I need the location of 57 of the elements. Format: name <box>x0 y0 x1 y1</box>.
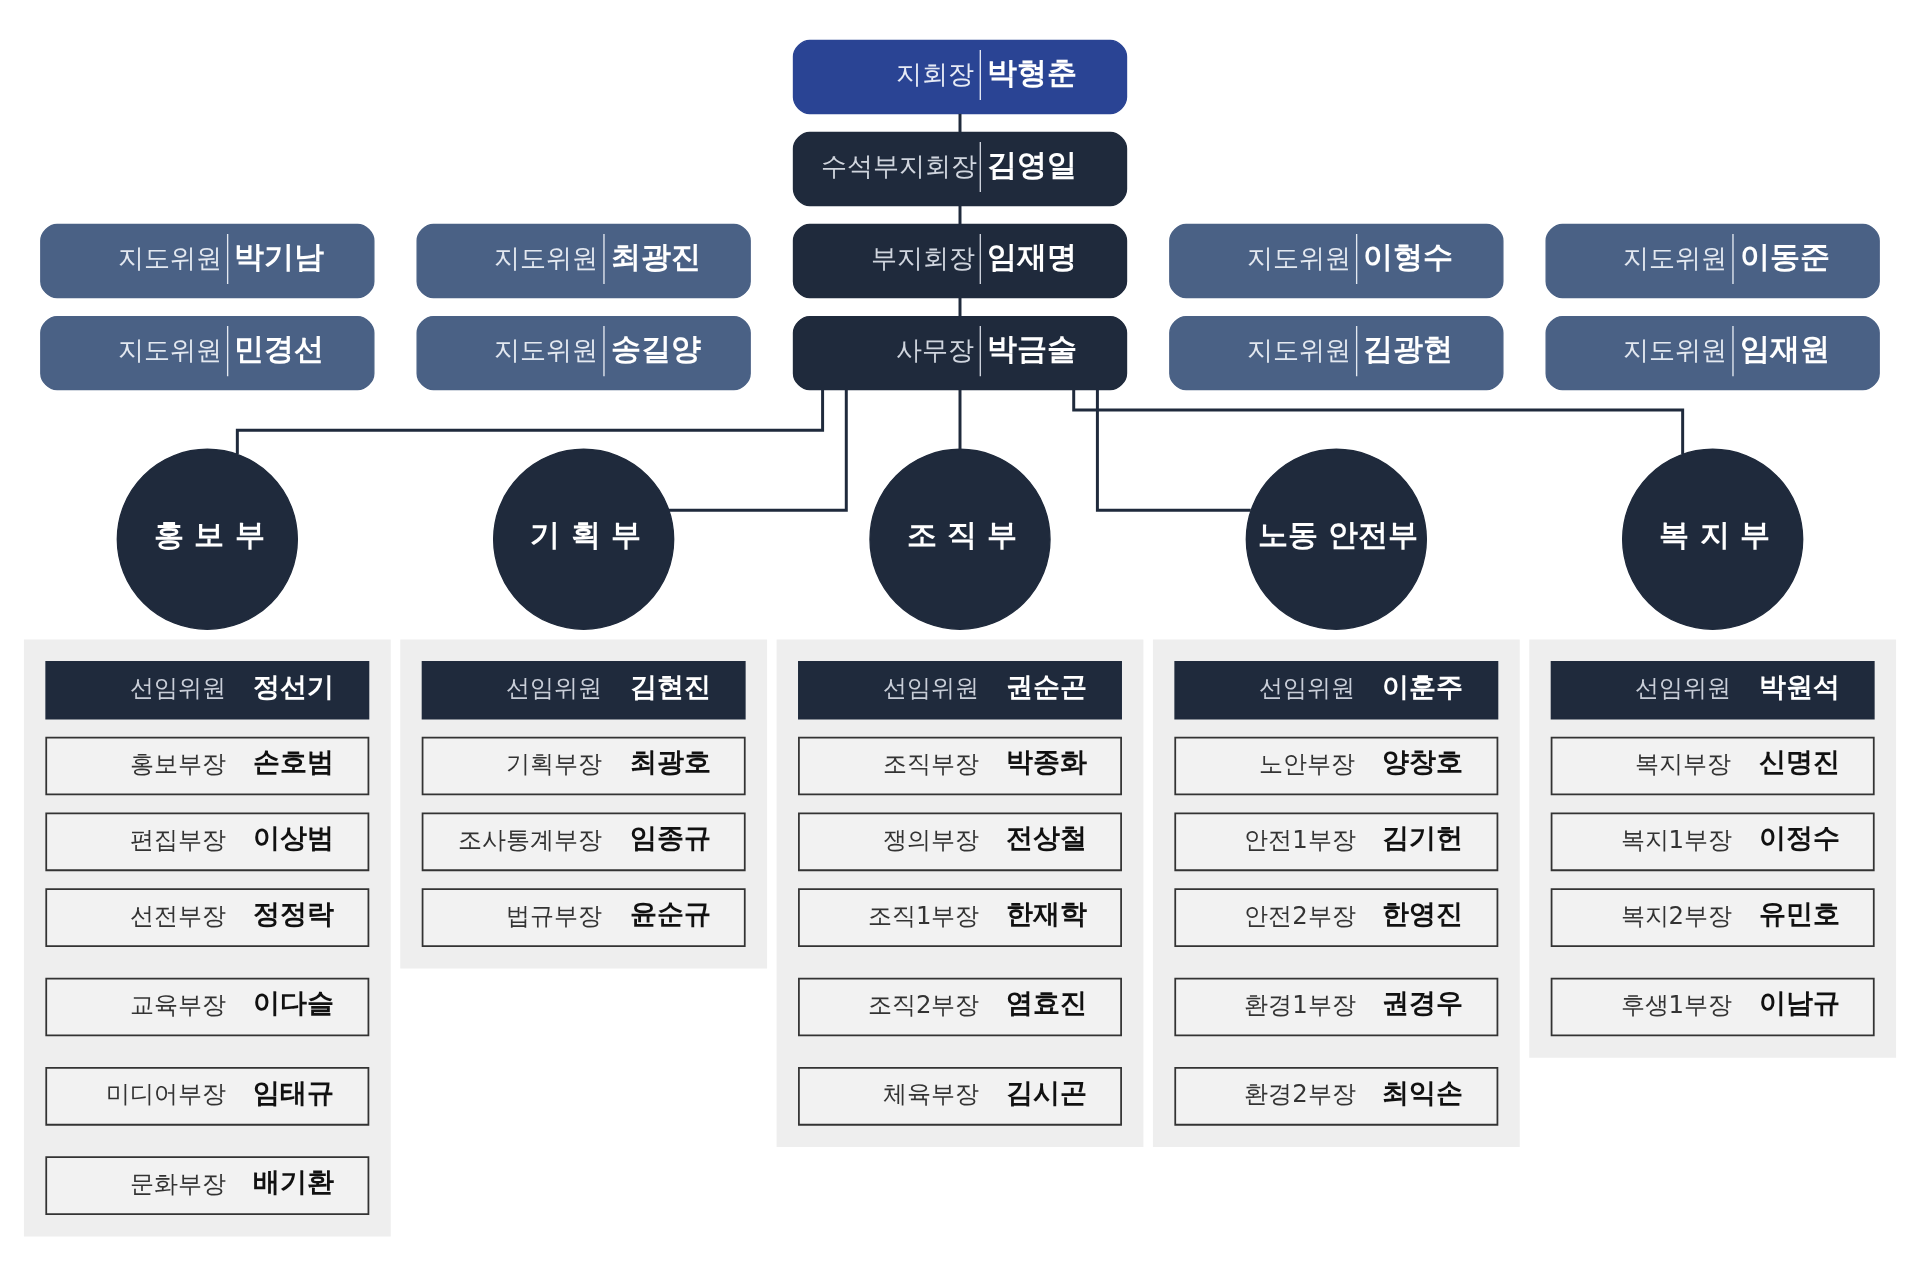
node-box: 미디어부장 임태규 <box>45 1066 370 1126</box>
node-box: 조직부장 박종화 <box>798 736 1122 795</box>
node-box: 사무장 박금술 <box>792 315 1128 390</box>
node-box: 지도위원 송길양 <box>416 315 751 390</box>
cluster <box>400 638 768 968</box>
cluster <box>776 638 1144 1147</box>
node-box: 후생1부장 이남규 <box>1550 977 1875 1036</box>
node-box: 조직2부장 염효진 <box>798 977 1122 1036</box>
node-box: 선임위원 정선기 <box>45 660 370 719</box>
node-box: 지도위원 민경선 <box>40 315 375 390</box>
connector <box>1095 389 1251 512</box>
node-box: 복지1부장 이정수 <box>1550 812 1875 871</box>
node-box: 지도위원 이형수 <box>1169 223 1504 298</box>
node-circle: 노동 안전부 <box>1245 448 1428 630</box>
node-box: 조직1부장 한재학 <box>798 887 1122 947</box>
node-box: 복지2부장 유민호 <box>1550 887 1875 947</box>
node-box: 교육부장 이다슬 <box>45 977 370 1036</box>
node-box: 기획부장 최광호 <box>421 736 746 795</box>
node-circle: 기 획 부 <box>492 448 675 630</box>
connector <box>958 113 962 132</box>
node-box: 지회장 박형춘 <box>792 39 1128 114</box>
node-box: 선임위원 김현진 <box>421 660 746 719</box>
node-box: 문화부장 배기환 <box>45 1155 370 1215</box>
connector <box>958 205 962 224</box>
connector <box>1072 389 1685 454</box>
node-box: 안전1부장 김기헌 <box>1174 812 1499 871</box>
node-box: 편집부장 이상범 <box>45 812 370 871</box>
node-box: 홍보부장 손호범 <box>45 736 370 795</box>
node-circle: 홍 보 부 <box>116 448 299 630</box>
connector <box>958 389 962 449</box>
node-box: 선임위원 박원석 <box>1550 660 1875 719</box>
cluster <box>23 638 391 1236</box>
node-box: 수석부지회장 김영일 <box>792 131 1128 206</box>
cluster <box>1152 638 1520 1147</box>
node-box: 부지회장 임재명 <box>792 223 1128 298</box>
cluster <box>1529 638 1897 1058</box>
node-box: 쟁의부장 전상철 <box>798 812 1122 871</box>
node-box: 노안부장 양창호 <box>1174 736 1499 795</box>
node-box: 안전2부장 한영진 <box>1174 887 1499 947</box>
node-box: 선임위원 권순곤 <box>798 660 1122 719</box>
node-box: 지도위원 박기남 <box>40 223 375 298</box>
node-box: 법규부장 윤순규 <box>421 887 746 947</box>
node-box: 지도위원 최광진 <box>416 223 751 298</box>
node-box: 지도위원 이동준 <box>1545 223 1880 298</box>
node-box: 선전부장 정정락 <box>45 887 370 947</box>
node-box: 환경2부장 최익손 <box>1174 1066 1499 1126</box>
node-box: 환경1부장 권경우 <box>1174 977 1499 1036</box>
node-box: 조사통계부장 임종규 <box>421 812 746 871</box>
connector <box>668 389 848 512</box>
node-box: 체육부장 김시곤 <box>798 1066 1122 1126</box>
node-box: 지도위원 임재원 <box>1545 315 1880 390</box>
node-box: 복지부장 신명진 <box>1550 736 1875 795</box>
node-circle: 복 지 부 <box>1621 448 1804 630</box>
node-box: 지도위원 김광현 <box>1169 315 1504 390</box>
node-circle: 조 직 부 <box>869 448 1051 630</box>
connector <box>958 297 962 316</box>
node-box: 선임위원 이훈주 <box>1174 660 1499 719</box>
